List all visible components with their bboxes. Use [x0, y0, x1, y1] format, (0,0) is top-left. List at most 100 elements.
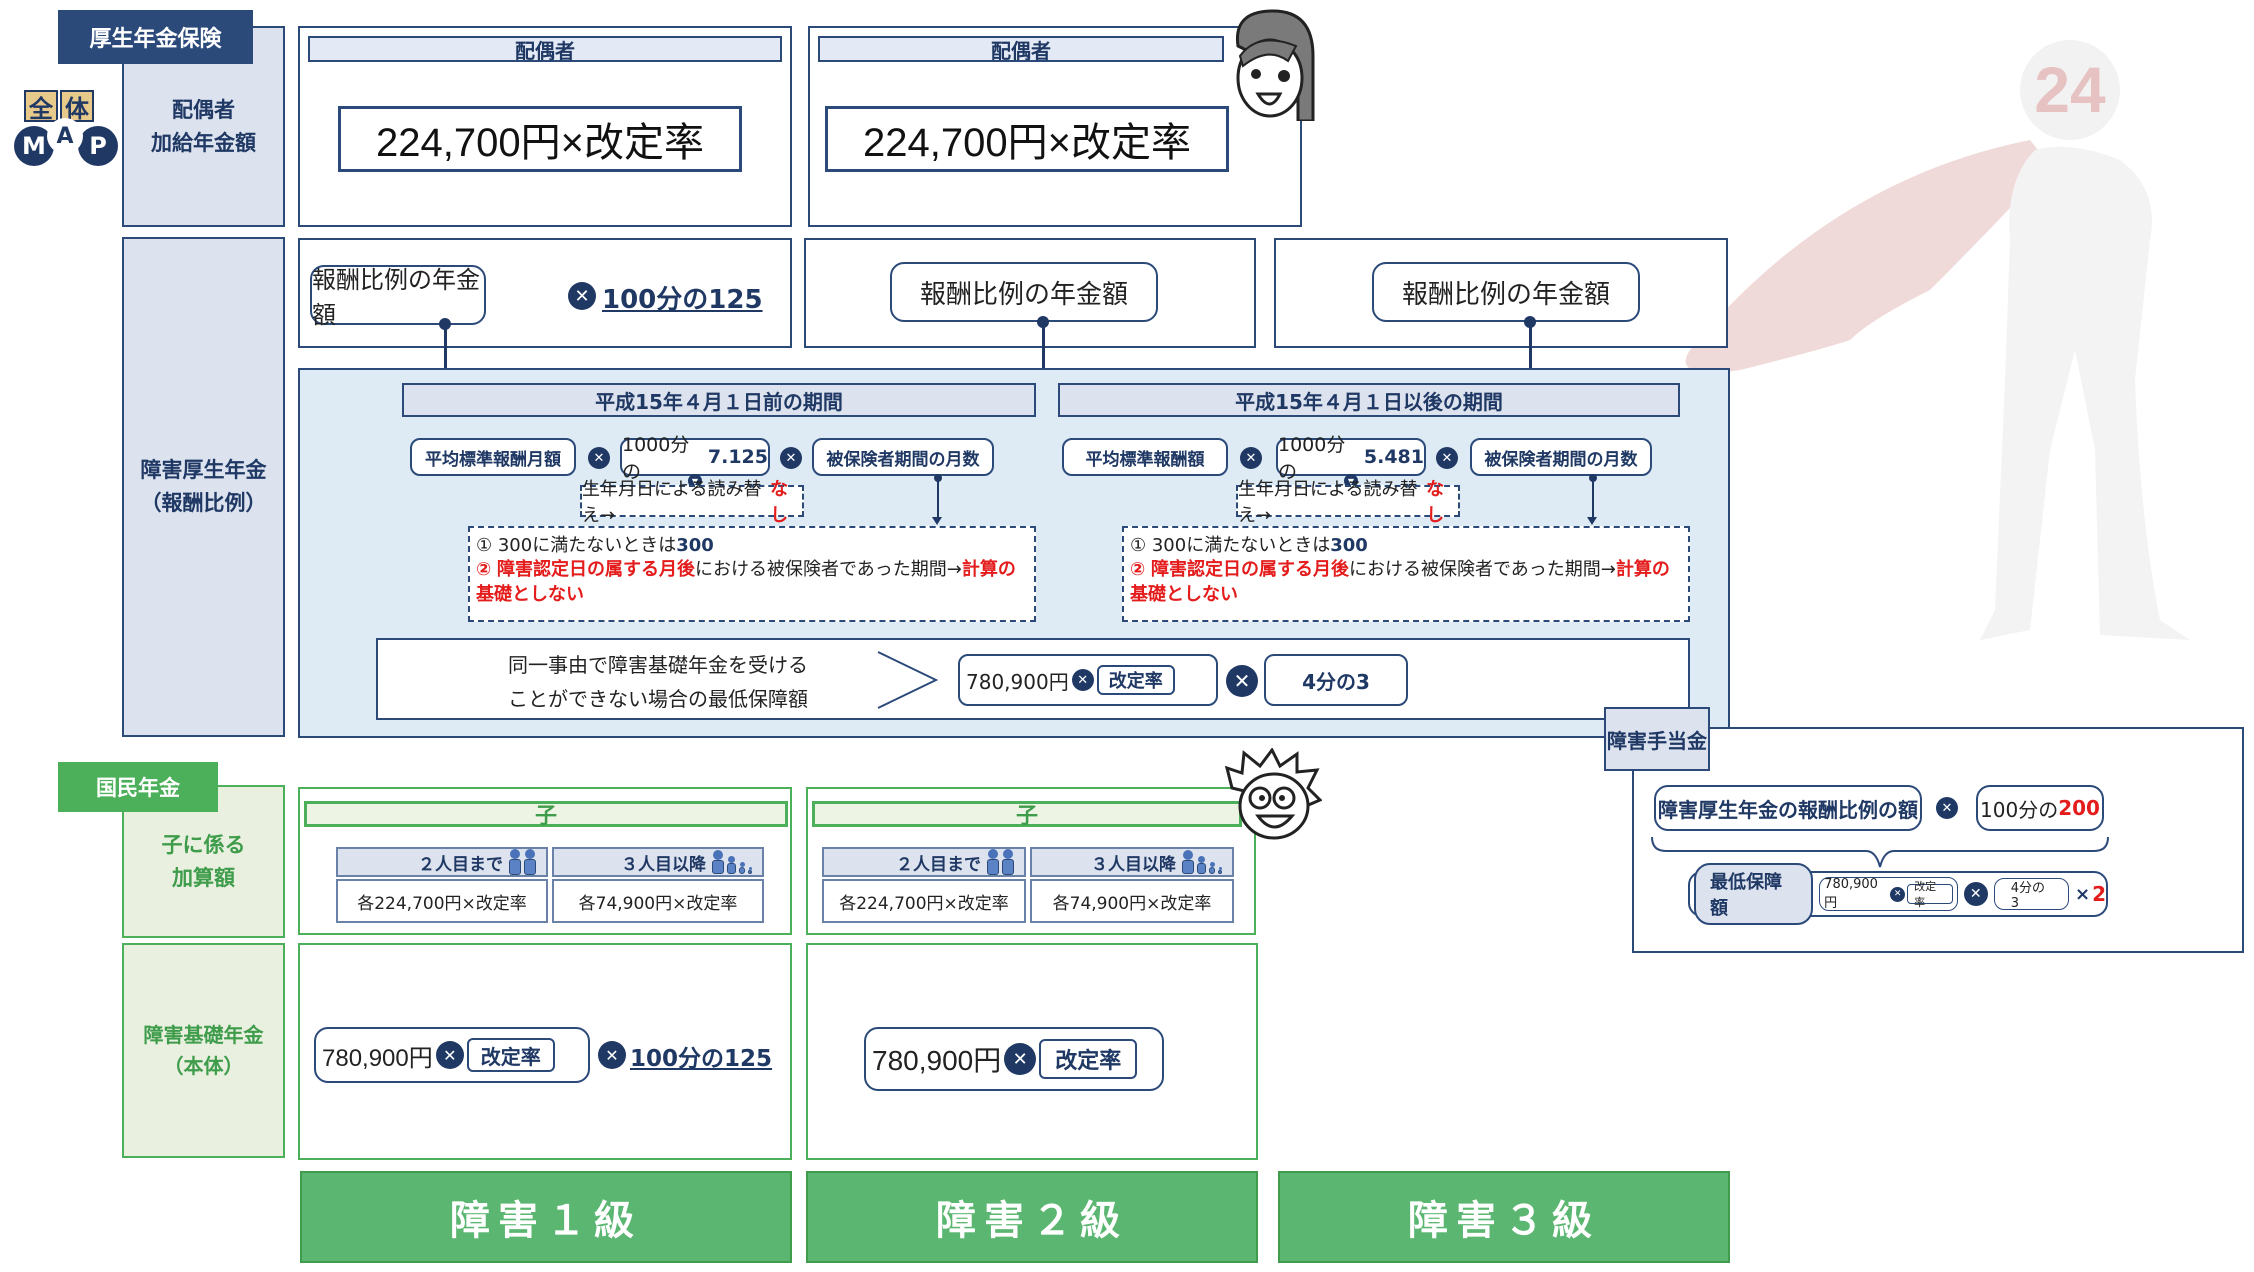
tab-disability-allowance[interactable]: 障害手当金	[1604, 707, 1710, 771]
connector-line	[937, 478, 939, 520]
rule2-highlight: 障害認定日の属する月後	[496, 559, 695, 581]
two-people-icon	[987, 849, 1014, 875]
kiso-base-box: 780,900円 ✕ 改定率	[864, 1027, 1164, 1091]
spouse-panel-grade2: 配偶者 224,700円×改定率	[808, 26, 1302, 227]
rule2-marker: ②	[1130, 559, 1146, 581]
remuneration-label: 報酬比例の年金額	[1401, 279, 1610, 310]
multiple-people-icon	[1182, 850, 1222, 874]
multiply-icon: ✕	[1436, 447, 1458, 469]
allowance-multiplier-value: 200	[2058, 796, 2100, 820]
rule2-marker: ②	[476, 559, 492, 581]
spouse-header: 配偶者	[818, 36, 1224, 63]
revision-rate-tag: 改定率	[1096, 665, 1175, 695]
minimum-factor: 4分の3	[1302, 669, 1370, 694]
minimum-desc-line: ことができない場合の最低保障額	[508, 687, 808, 711]
spouse-amount: 224,700円×改定率	[825, 106, 1229, 172]
mascot-cape	[1685, 140, 2050, 373]
connector-arrow	[932, 517, 942, 525]
map-badge-letter: A	[47, 118, 83, 154]
child-panel-grade1: 子 ２人目まで ３人目以降 各224,700円×改定率 各74,900円×改定率	[298, 787, 792, 935]
tab-kosei-nenkin[interactable]: 厚生年金保険	[58, 10, 253, 64]
map-badge[interactable]: 全 体 M A P	[14, 90, 119, 170]
rule2-text: における被保険者であった期間→	[1348, 559, 1616, 581]
multiply-icon: ✕	[780, 447, 802, 469]
multiply-icon: ✕	[1890, 886, 1906, 902]
rate-prefix: 1000分の	[622, 434, 690, 483]
rule1-value: 300	[676, 535, 714, 556]
kiso-base-box: 780,900円 ✕ 改定率	[314, 1027, 590, 1083]
row-header-line: 障害基礎年金	[143, 1022, 264, 1047]
mascot-body	[1980, 146, 2190, 640]
grade-2-button[interactable]: 障害２級	[806, 1171, 1258, 1263]
average-remuneration-label: 平均標準報酬月額	[425, 449, 561, 470]
minimum-desc-line: 同一事由で障害基礎年金を受ける	[508, 653, 808, 677]
row-header-kosei-disability: 障害厚生年金（報酬比例）	[122, 237, 285, 737]
tab-kokumin-nenkin[interactable]: 国民年金	[58, 762, 218, 812]
minimum-base-amount: 780,900円	[966, 669, 1069, 694]
kiso-panel-grade1: 780,900円 ✕ 改定率 ✕ 100分の125	[298, 943, 792, 1160]
kiso-base-amount: 780,900円	[872, 1045, 1002, 1076]
revision-rate-tag: 改定率	[1039, 1039, 1138, 1079]
child-col-header: ２人目まで	[822, 847, 1026, 877]
child-header: 子	[304, 801, 788, 829]
map-badge-char: 体	[60, 90, 94, 123]
mascot-hero-figure: 24	[1685, 40, 2190, 640]
brace-icon	[1651, 836, 2109, 868]
average-remuneration-box: 平均標準報酬月額	[410, 438, 576, 476]
multiply-icon: ✕	[1071, 669, 1094, 691]
child-col2-label: ３人目以降	[1091, 854, 1176, 875]
child-col1-value: 各224,700円×改定率	[822, 879, 1026, 923]
child-col1-value: 各224,700円×改定率	[336, 879, 548, 923]
multiply-icon: ✕	[1226, 665, 1258, 697]
multiply-icon: ✕	[1240, 447, 1262, 469]
child-panel-grade2: 子 ２人目まで ３人目以降 各224,700円×改定率 各74,900円×改定率	[806, 787, 1256, 935]
rule2-result: 計算の基礎としない	[476, 559, 1016, 605]
grade-3-button[interactable]: 障害３級	[1278, 1171, 1730, 1263]
multiply-icon: ✕	[435, 1041, 464, 1069]
row-header-line: 子に係る	[161, 832, 246, 857]
remuneration-label-box: 報酬比例の年金額	[890, 262, 1158, 322]
child-col-header: ３人目以降	[1030, 847, 1234, 877]
row-header-line: 配偶者	[172, 97, 235, 122]
rule1-text: ① 300に満たないときは	[476, 535, 677, 556]
allowance-minimum-base: 780,900円	[1824, 877, 1878, 911]
connector-line	[1529, 322, 1532, 380]
multiple-people-icon	[712, 850, 752, 874]
grade-1-button[interactable]: 障害１級	[300, 1171, 792, 1263]
child-col2-label: ３人目以降	[621, 854, 706, 875]
kiso-base-amount: 780,900円	[322, 1044, 433, 1072]
remuneration-label-box: 報酬比例の年金額	[1372, 262, 1640, 322]
spouse-amount: 224,700円×改定率	[338, 106, 742, 172]
rate-value: 5.481	[1363, 446, 1424, 468]
minimum-base-box: 780,900円 ✕ 改定率	[958, 654, 1218, 706]
allowance-minimum-factor: 4分の3	[1993, 878, 2069, 911]
rule2-text: における被保険者であった期間→	[694, 559, 962, 581]
minimum-factor-box: 4分の3	[1264, 654, 1408, 706]
child-header: 子	[812, 801, 1242, 829]
two-people-icon	[509, 849, 536, 875]
connector-line	[1042, 322, 1045, 380]
birth-date-note: 生年月日による読み替え→なし	[580, 479, 804, 526]
insured-months-label: 被保険者期間の月数	[826, 449, 980, 470]
allowance-minimum-box: 最低保障額 780,900円 ✕ 改定率 ✕ 4分の3 × 2	[1688, 863, 2108, 925]
rule2-result: 計算の基礎としない	[1130, 559, 1670, 605]
allowance-item-box: 障害厚生年金の報酬比例の額	[1654, 785, 1922, 831]
rule2-highlight: 障害認定日の属する月後	[1150, 559, 1349, 581]
multiply-icon: ✕	[568, 282, 596, 310]
girl-character-icon	[1235, 9, 1315, 121]
child-col1-label: ２人目まで	[896, 854, 981, 875]
child-col1-label: ２人目まで	[418, 854, 503, 875]
rules-note: ① 300に満たないときは300 ② 障害認定日の属する月後における被保険者であ…	[468, 526, 1036, 622]
child-col-header: ３人目以降	[552, 847, 764, 877]
allowance-item-label: 障害厚生年金の報酬比例の額	[1658, 797, 1918, 822]
down-triangle-icon: ▼	[688, 474, 702, 488]
map-badge-char: 全	[24, 90, 58, 123]
remuneration-label: 報酬比例の年金額	[312, 266, 480, 329]
average-remuneration-label: 平均標準報酬額	[1085, 449, 1205, 470]
birth-date-note-text: 生年月日による読み替え→	[582, 479, 762, 526]
